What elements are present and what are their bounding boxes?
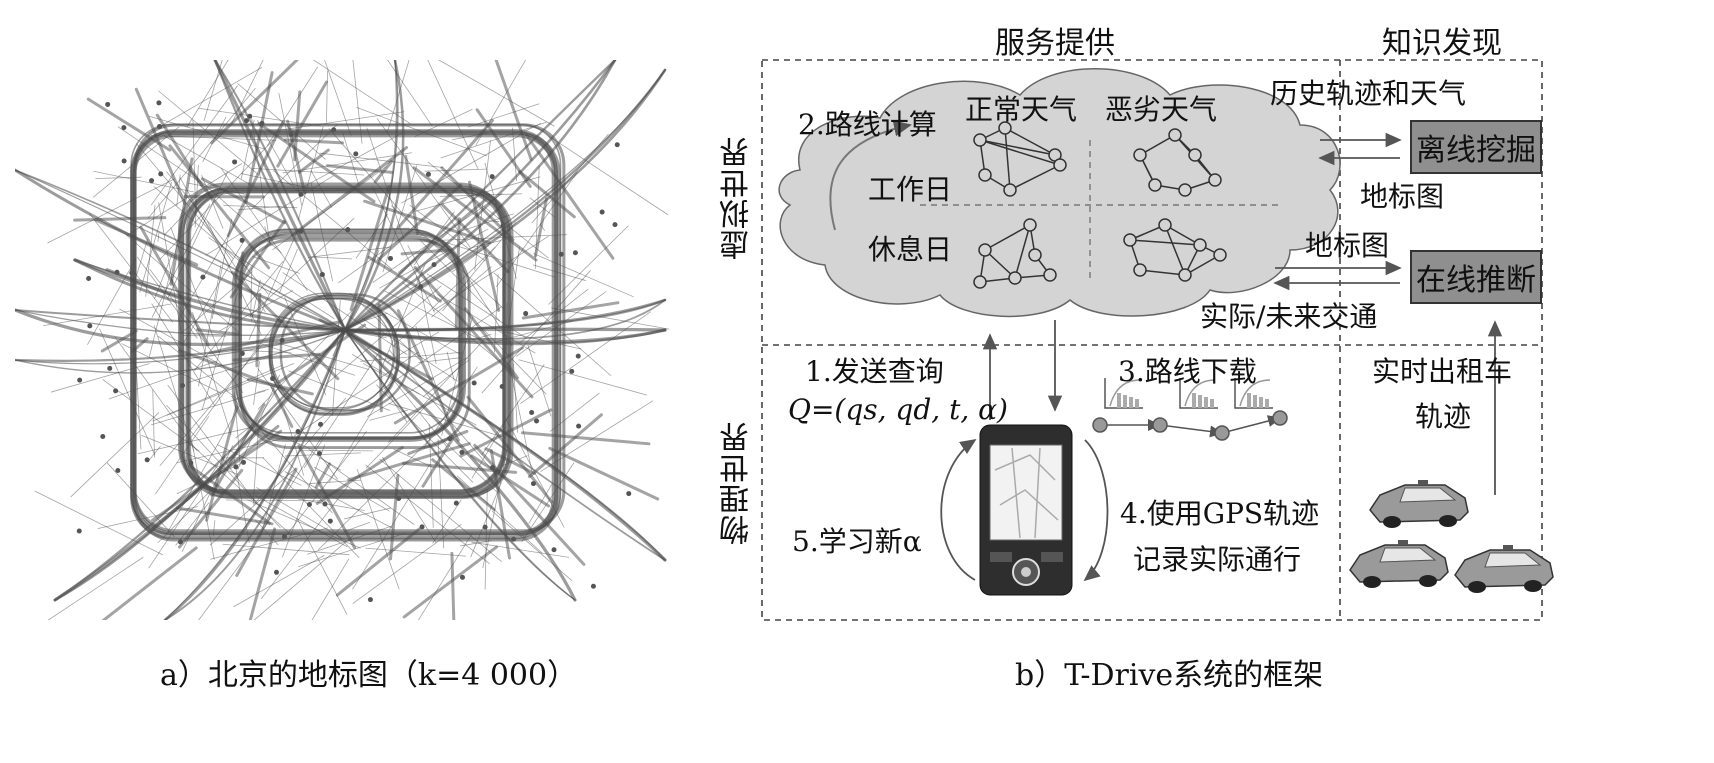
history-label: 历史轨迹和天气 [1270, 77, 1467, 110]
query-formula: Q=(qs, qd, t, α) [788, 393, 1008, 426]
learn-alpha-label: 5.学习新α [792, 525, 922, 558]
cloud [778, 68, 1341, 318]
send-query-label: 1.发送查询 [805, 355, 944, 388]
framework-frame [761, 59, 1543, 621]
traffic-label: 实际/未来交通 [1200, 300, 1378, 333]
workday-label: 工作日 [868, 173, 953, 206]
route-download-figure [1092, 378, 1288, 441]
col-knowledge-label: 知识发现 [1382, 26, 1502, 61]
landmark-graph-label-1: 地标图 [1360, 180, 1445, 213]
landmark-graph-label-2: 地标图 [1305, 229, 1390, 262]
route-calc-label: 2.路线计算 [798, 108, 937, 141]
holiday-label: 休息日 [868, 233, 953, 266]
route-download-label: 3.路线下载 [1118, 355, 1257, 388]
col-service-label: 服务提供 [995, 26, 1115, 61]
realtime-taxi-label-2: 轨迹 [1415, 400, 1472, 433]
bad-weather-label: 恶劣天气 [1105, 93, 1218, 126]
taxi-icons [1349, 480, 1554, 593]
row-physical-label: 物理世界 [720, 421, 755, 545]
route-calc-arrow [829, 120, 912, 231]
online-inference-box: 在线推断 [1410, 250, 1542, 304]
offline-mining-box: 离线挖掘 [1410, 120, 1542, 174]
right-caption: b）T-Drive系统的框架 [1015, 658, 1324, 693]
phone-icon [979, 424, 1073, 596]
left-caption: a）北京的地标图（k=4 000） [160, 658, 578, 693]
realtime-taxi-label: 实时出租车 [1372, 355, 1513, 388]
gps-label-1: 4.使用GPS轨迹 [1120, 497, 1320, 530]
normal-weather-label: 正常天气 [965, 93, 1078, 126]
row-virtual-label: 虚拟世界 [720, 136, 755, 260]
beijing-landmark-graph [15, 60, 670, 620]
gps-label-2: 记录实际通行 [1133, 543, 1302, 576]
